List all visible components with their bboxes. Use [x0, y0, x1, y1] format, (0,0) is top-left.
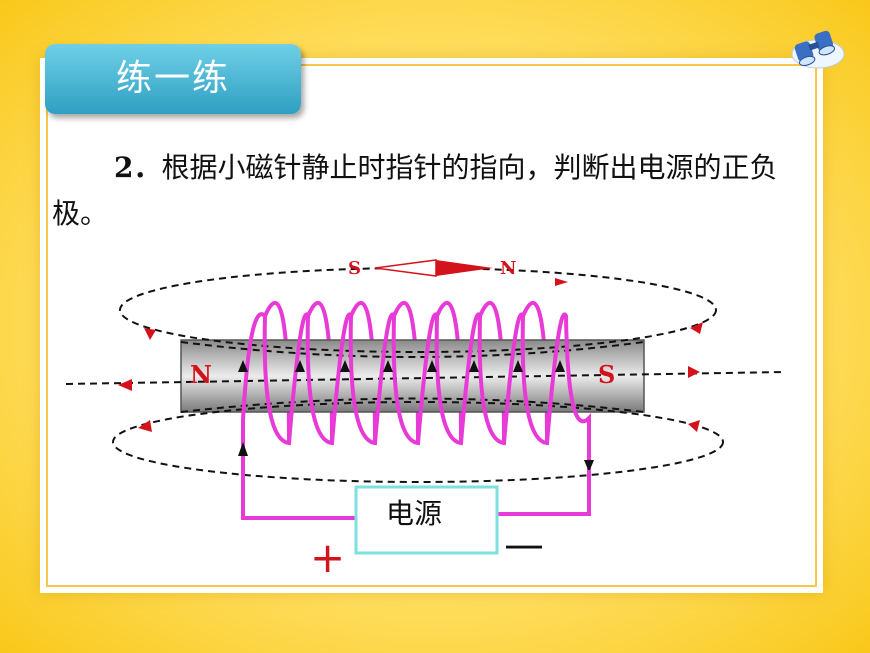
field-line-core-top [180, 341, 645, 358]
question-body: 根据小磁针静止时指针的指向，判断出电源的正负极。 [52, 151, 778, 230]
coil-current-arrows [238, 360, 594, 472]
power-supply-label: 电源 [386, 497, 442, 530]
magnet-left-pole-label: N [190, 360, 212, 389]
arrow-right-lower [688, 420, 700, 432]
arrow-left-axis [118, 379, 132, 391]
arrow-left-lower [138, 420, 152, 432]
positive-terminal-sign: + [310, 533, 345, 582]
question-number: 2． [114, 151, 162, 184]
field-arrows [118, 278, 703, 432]
compass-needle-south-half [374, 259, 437, 277]
binoculars-icon [791, 30, 845, 69]
field-line-top [119, 267, 717, 353]
field-line-bottom [112, 401, 724, 483]
compass-needle [374, 259, 493, 277]
arrow-right-upper [690, 322, 703, 334]
circuit-wires [241, 470, 591, 520]
compass-needle-north-half [436, 260, 493, 276]
arrow-left-upper [144, 328, 156, 340]
arrow-top-right [555, 278, 568, 286]
arrow-right-axis [688, 366, 700, 378]
power-supply-box [354, 485, 499, 555]
negative-terminal-sign: — [504, 522, 544, 568]
question-text-block: 2．根据小磁针静止时指针的指向，判断出电源的正负极。 [52, 145, 812, 237]
compass-north-label: N [500, 258, 516, 279]
coil-front [241, 312, 591, 470]
magnet-right-pole-label: S [598, 360, 615, 389]
card-border [46, 64, 817, 587]
section-badge: 练一练 [45, 44, 301, 114]
compass-south-label: S [348, 258, 361, 279]
